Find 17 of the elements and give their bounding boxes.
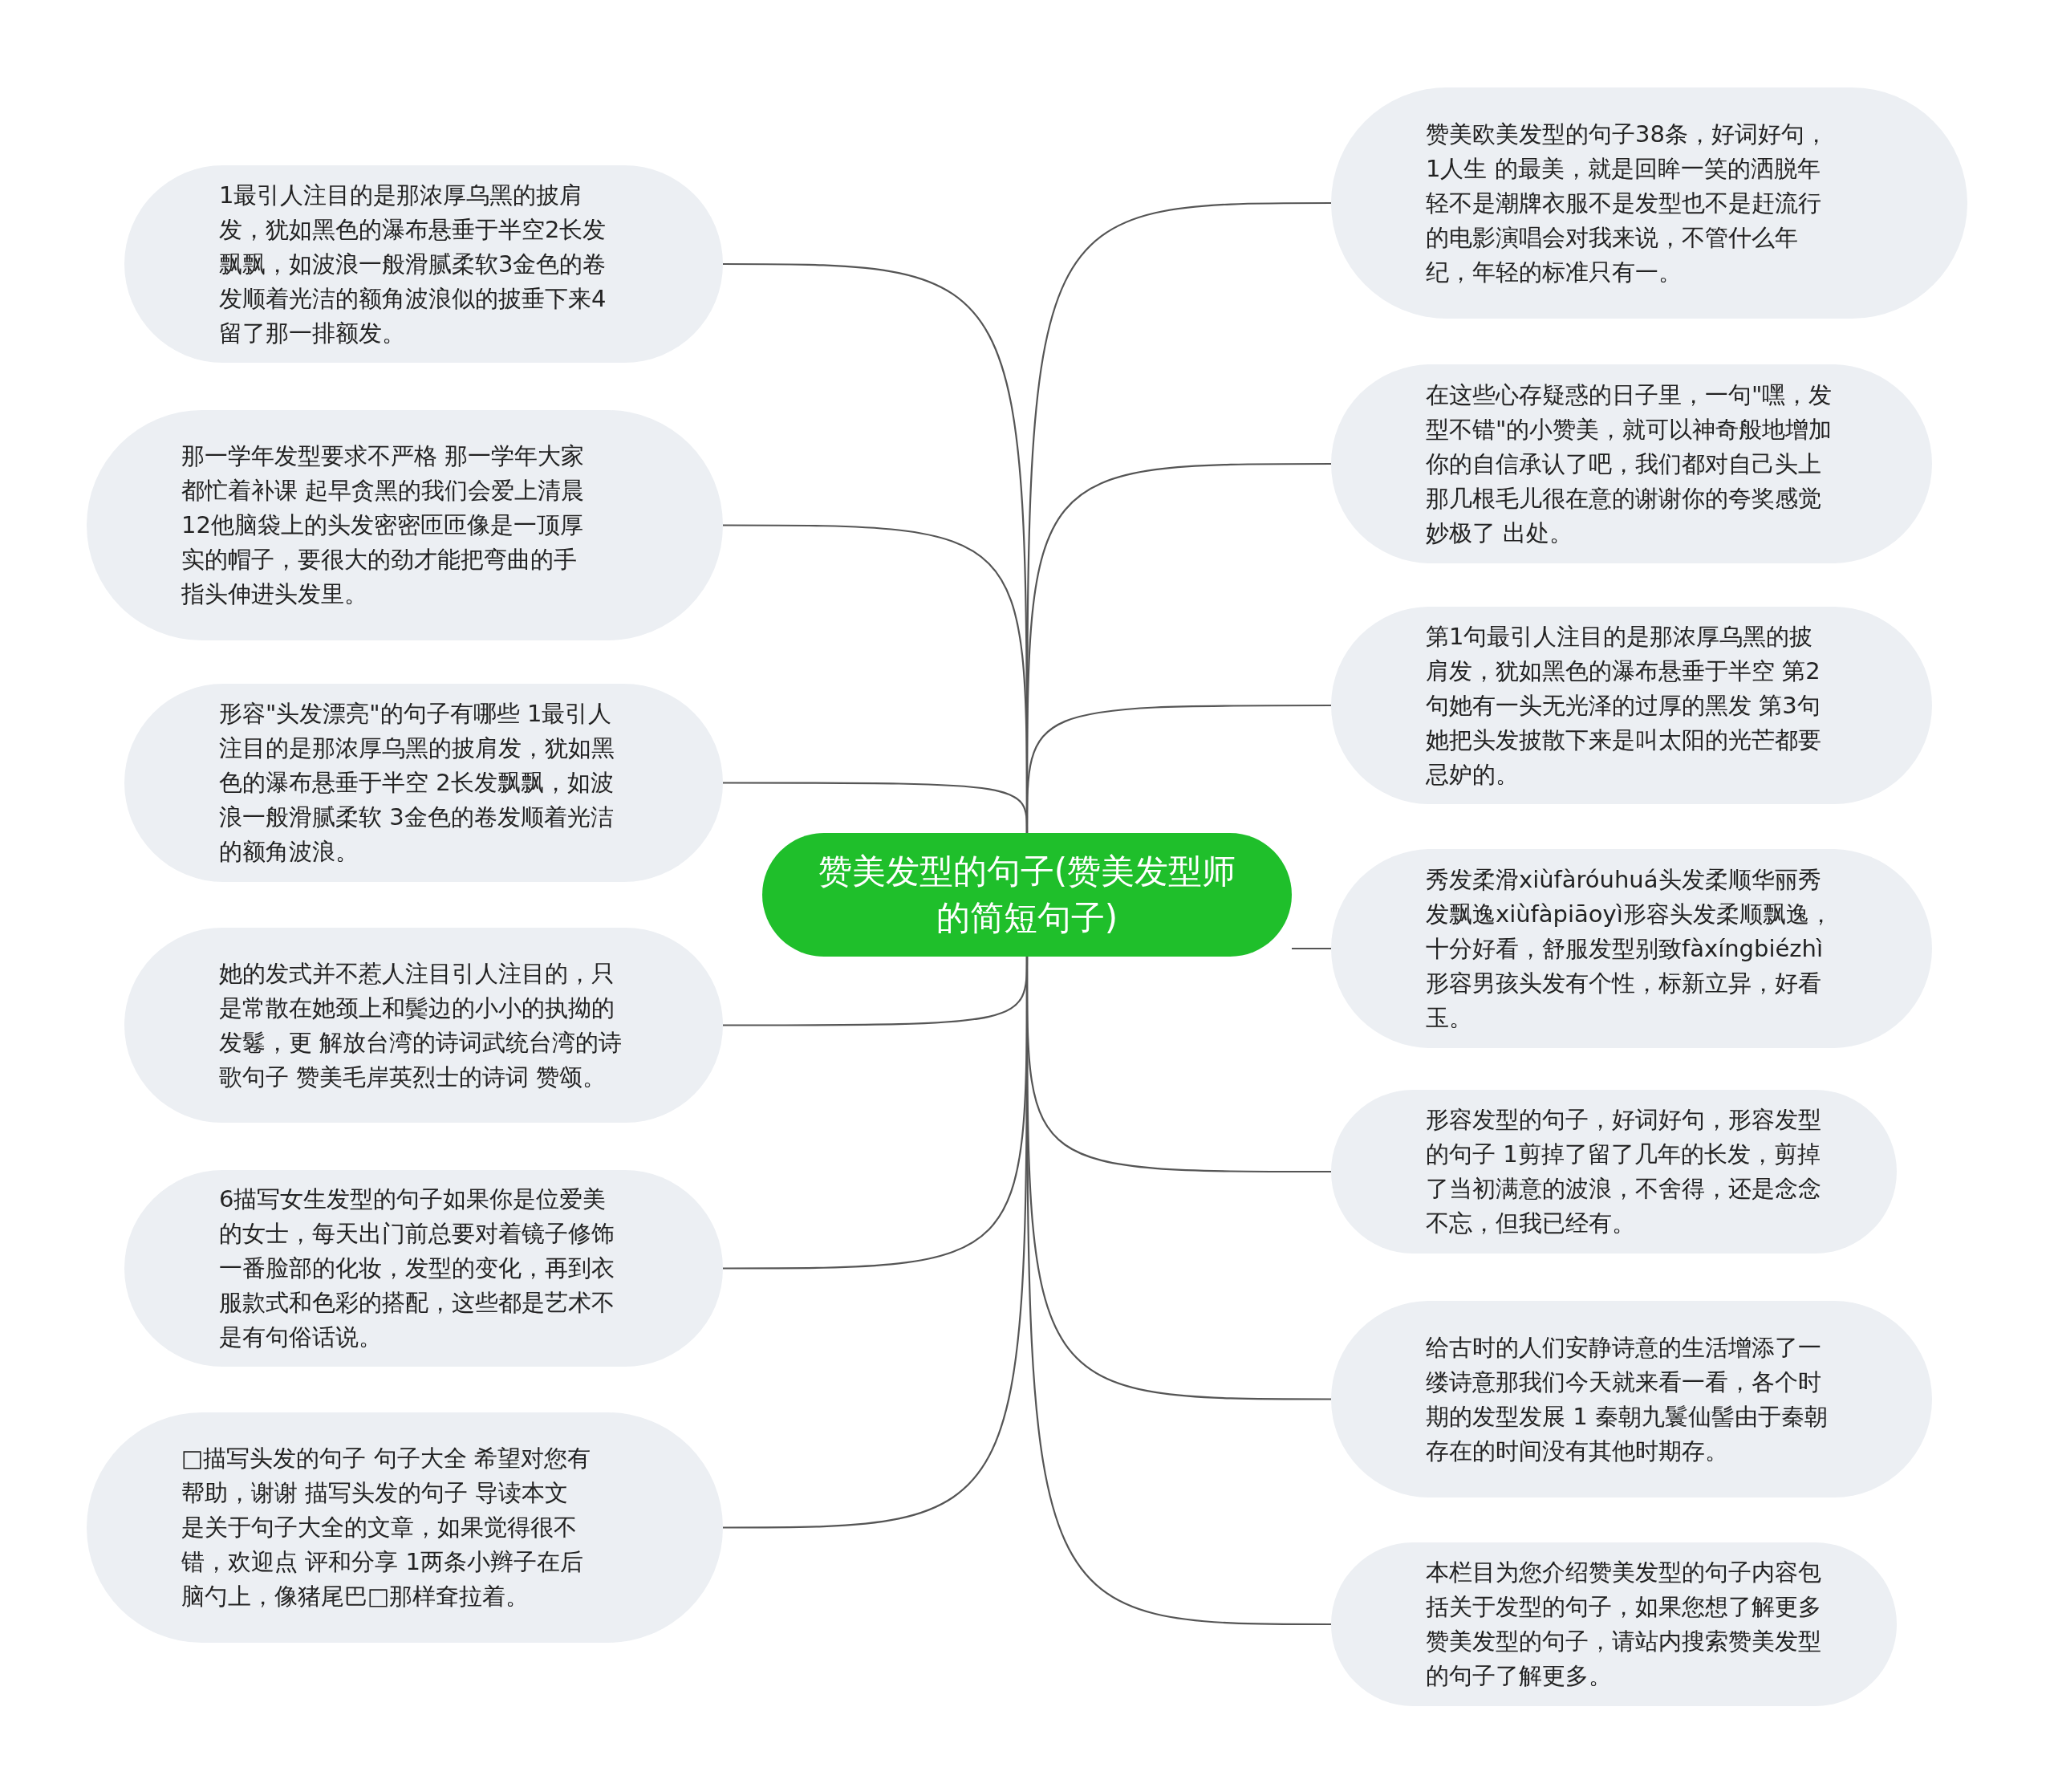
topic-bubble: 赞美欧美发型的句子38条，好词好句，1人生 的最美，就是回眸一笑的洒脱年轻不是潮牌衣服不是发型也不是赶流行的电影演唱会对我来说，不管什么年纪，年轻的标准只有一。 <box>1331 87 1967 319</box>
topic-bubble: 本栏目为您介绍赞美发型的句子内容包括关于发型的句子，如果您想了解更多赞美发型的句子，请站内搜索赞美发型的句子了解更多。 <box>1331 1542 1897 1706</box>
connector-line <box>1292 947 1331 950</box>
topic-bubble: 形容发型的句子，好词好句，形容发型的句子 1剪掉了留了几年的长发，剪掉了当初满意的波浪，不舍得，还是念念不忘，但我已经有。 <box>1331 1090 1897 1254</box>
topic-bubble: 第1句最引人注目的是那浓厚乌黑的披肩发，犹如黑色的瀑布悬垂于半空 第2句她有一头无光泽的过厚的黑发 第3句她把头发披散下来是叫太阳的光芒都要忌妒的。 <box>1331 607 1932 804</box>
topic-bubble: 6描写女生发型的句子如果你是位爱美的女士，每天出门前总要对着镜子修饰一番脸部的化妆，发型的变化，再到衣服款式和色彩的搭配，这些都是艺术不是有句俗话说。 <box>124 1170 723 1367</box>
topic-bubble: 给古时的人们安静诗意的生活增添了一缕诗意那我们今天就来看一看，各个时期的发型发展 1 秦朝九鬟仙髻由于秦朝存在的时间没有其他时期存。 <box>1331 1301 1932 1497</box>
topic-bubble: 秀发柔滑xiùfàróuhuá头发柔顺华丽秀发飘逸xiùfàpiāoyì形容头发柔顺飘逸，十分好看，舒服发型别致fàxíngbiézhì形容男孩头发有个性，标新立异，好看玉。 <box>1331 849 1932 1048</box>
connector-line <box>723 957 1029 1529</box>
topic-bubble: 1最引人注目的是那浓厚乌黑的披肩发，犹如黑色的瀑布悬垂于半空2长发飘飘，如波浪一般滑腻柔软3金色的卷发顺着光洁的额角波浪似的披垂下来4留了那一排额发。 <box>124 165 723 363</box>
topic-bubble: 在这些心存疑惑的日子里，一句"嘿，发型不错"的小赞美，就可以神奇般地增加你的自信承认了吧，我们都对自己头上那几根毛儿很在意的谢谢你的夸奖感觉妙极了 出处。 <box>1331 364 1932 563</box>
connector-line <box>723 782 1029 833</box>
topic-bubble: 那一学年发型要求不严格 那一学年大家都忙着补课 起早贪黑的我们会爱上清晨 12他脑袋上的头发密密匝匝像是一顶厚实的帽子，要很大的劲才能把弯曲的手指头伸进头发里。 <box>87 410 723 640</box>
topic-bubble: □描写头发的句子 句子大全 希望对您有帮助，谢谢 描写头发的句子 导读本文是关于句子大全的文章，如果觉得很不错，欢迎点 评和分享 1两条小辫子在后脑勺上，像猪尾巴□那样耷拉着。 <box>87 1412 723 1643</box>
central-topic: 赞美发型的句子(赞美发型师的简短句子) <box>762 833 1292 957</box>
topic-bubble: 她的发式并不惹人注目引人注目的，只是常散在她颈上和鬓边的小小的执拗的发鬈，更 解放台湾的诗词武统台湾的诗歌句子 赞美毛岸英烈士的诗词 赞颂。 <box>124 928 723 1123</box>
topic-bubble: 形容"头发漂亮"的句子有哪些 1最引人注目的是那浓厚乌黑的披肩发，犹如黑色的瀑布悬垂于半空 2长发飘飘，如波浪一般滑腻柔软 3金色的卷发顺着光洁的额角波浪。 <box>124 684 723 882</box>
